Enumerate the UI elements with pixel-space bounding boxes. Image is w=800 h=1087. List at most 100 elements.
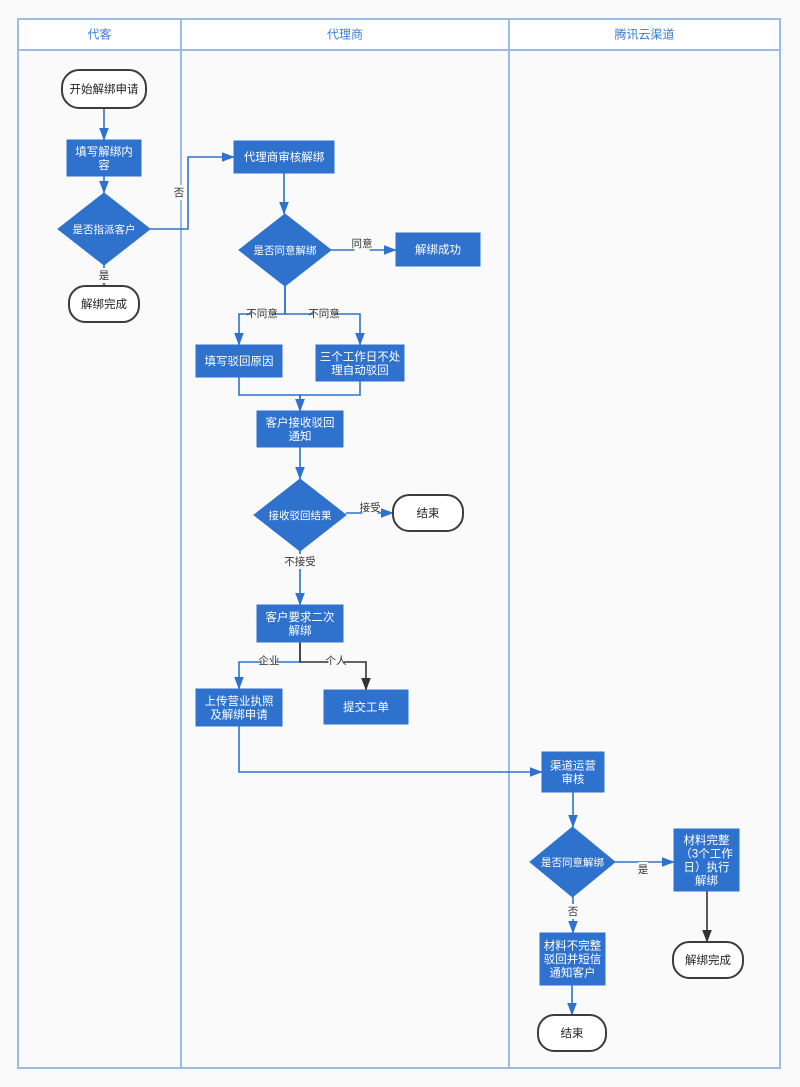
- edge-label-bg-e-assign-done: [99, 268, 109, 283]
- edge-label-e-second-ent: 企业: [259, 654, 280, 667]
- edge-label-e-result-end: 接受: [360, 501, 381, 514]
- node-label: 结束: [417, 507, 440, 520]
- node-label: 材料完整（3个工作日）执行解绑: [680, 833, 733, 888]
- edge-e-assign-agent: [150, 152, 235, 230]
- process-shape: [673, 828, 740, 892]
- edge-label-e-agree-reason: 不同意: [246, 307, 278, 320]
- node-n-second-req[interactable]: 客户要求二次解绑: [256, 604, 344, 643]
- edge-label-e-assign-agent: 否: [174, 187, 185, 199]
- node-label: 客户接收驳回通知: [266, 415, 335, 443]
- decision-shape: [253, 478, 347, 552]
- edge-label-bg-e-agree-auto: [313, 306, 335, 321]
- node-label: 提交工单: [343, 700, 389, 714]
- swimlane-layer: 代客 代理商 腾讯云渠道: [17, 18, 781, 1069]
- node-n-auto-reject[interactable]: 三个工作日不处理自动驳回: [315, 344, 405, 382]
- process-shape: [539, 932, 606, 986]
- swimlane-title-lane-agent: 代理商: [327, 27, 363, 42]
- node-label: 渠道运营审核: [550, 758, 596, 786]
- edge-label-e-assign-done: 是: [99, 270, 110, 282]
- node-n-done2[interactable]: 解绑完成: [672, 941, 744, 979]
- swimlane-title-lane-customer: 代客: [87, 27, 111, 42]
- terminal-shape: [392, 494, 464, 532]
- edges-layer: 是否同意不同意不同意接受不接受企业个人是否: [99, 108, 712, 1016]
- node-n-agent-review[interactable]: 代理商审核解绑: [233, 140, 335, 174]
- edge-e-upload-channel: [238, 726, 543, 777]
- node-label: 解绑完成: [685, 953, 731, 967]
- node-label: 填写驳回原因: [205, 354, 274, 368]
- swimlane-title-lane-tencent: 腾讯云渠道: [614, 27, 674, 42]
- node-n-notify[interactable]: 客户接收驳回通知: [256, 410, 344, 448]
- process-shape: [233, 140, 335, 174]
- node-label: 接收驳回结果: [269, 509, 332, 522]
- edge-label-e-result-second: 不接受: [284, 555, 316, 568]
- node-n-ch-agree[interactable]: 是否同意解绑: [529, 826, 616, 898]
- node-n-upload[interactable]: 上传营业执照及解绑申请: [195, 688, 283, 727]
- edge-label-bg-e-ch-no: [568, 904, 578, 919]
- swimlane-header-lane-tencent: [509, 19, 780, 50]
- node-n-reject-result[interactable]: 接收驳回结果: [253, 478, 347, 552]
- edge-label-e-second-per: 个人: [326, 655, 347, 667]
- edge-e-auto-notify: [295, 381, 361, 412]
- node-label: 三个工作日不处理自动驳回: [320, 350, 401, 377]
- node-n-done1[interactable]: 解绑完成: [68, 285, 140, 323]
- decision-shape: [57, 192, 151, 266]
- node-label: 上传营业执照及解绑申请: [205, 694, 274, 722]
- edge-label-bg-e-result-end: [362, 500, 378, 515]
- terminal-shape: [68, 285, 140, 323]
- process-shape: [323, 689, 409, 725]
- terminal-shape: [672, 941, 744, 979]
- node-n-fill[interactable]: 填写解绑内容: [66, 139, 142, 177]
- edge-label-bg-e-ch-yes: [638, 862, 648, 877]
- node-label: 填写解绑内容: [75, 144, 133, 172]
- swimlane-body: [18, 19, 780, 1068]
- node-n-agree[interactable]: 是否同意解绑: [238, 213, 332, 287]
- edge-label-bg-e-agree-ok: [354, 236, 370, 251]
- nodes-layer: 开始解绑申请填写解绑内容是否指派客户解绑完成代理商审核解绑是否同意解绑解绑成功填…: [57, 69, 744, 1052]
- node-label: 结束: [561, 1027, 584, 1040]
- node-label: 客户要求二次解绑: [266, 610, 335, 638]
- node-n-unbind-ok[interactable]: 解绑成功: [395, 232, 481, 267]
- edge-label-e-ch-yes: 是: [638, 864, 649, 876]
- swimlane-header-lane-customer: [18, 19, 181, 50]
- node-n-start[interactable]: 开始解绑申请: [61, 69, 147, 109]
- terminal-shape: [537, 1014, 607, 1052]
- edge-label-bg-e-second-ent: [261, 653, 277, 668]
- edge-label-e-agree-auto: 不同意: [308, 307, 340, 320]
- edge-label-e-agree-ok: 同意: [352, 237, 373, 250]
- process-shape: [66, 139, 142, 177]
- node-n-assign[interactable]: 是否指派客户: [57, 192, 151, 266]
- node-label: 是否同意解绑: [254, 244, 317, 257]
- node-label: 解绑完成: [81, 297, 127, 311]
- node-n-end1[interactable]: 结束: [392, 494, 464, 532]
- edge-label-bg-e-second-per: [328, 653, 344, 668]
- node-label: 材料不完整驳回并短信通知客户: [544, 939, 602, 980]
- node-n-reject-reason[interactable]: 填写驳回原因: [195, 344, 283, 378]
- node-label: 代理商审核解绑: [244, 150, 325, 164]
- node-label: 是否同意解绑: [541, 856, 604, 869]
- decision-shape: [529, 826, 616, 898]
- edge-label-bg-e-assign-agent: [174, 185, 184, 200]
- node-n-complete-mat[interactable]: 材料完整（3个工作日）执行解绑: [673, 828, 740, 892]
- edge-label-bg-e-result-second: [289, 554, 311, 569]
- process-shape: [315, 344, 405, 382]
- terminal-shape: [61, 69, 147, 109]
- node-label: 解绑成功: [415, 243, 461, 257]
- process-shape: [395, 232, 481, 267]
- node-n-incomplete[interactable]: 材料不完整驳回并短信通知客户: [539, 932, 606, 986]
- process-shape: [195, 344, 283, 378]
- node-label: 开始解绑申请: [70, 82, 139, 96]
- node-n-end2[interactable]: 结束: [537, 1014, 607, 1052]
- process-shape: [541, 751, 605, 793]
- process-shape: [195, 688, 283, 727]
- edge-label-e-ch-no: 否: [568, 906, 579, 918]
- decision-shape: [238, 213, 332, 287]
- swimlane-header-lane-agent: [181, 19, 509, 50]
- node-n-ticket[interactable]: 提交工单: [323, 689, 409, 725]
- process-shape: [256, 410, 344, 448]
- node-n-channel-review[interactable]: 渠道运营审核: [541, 751, 605, 793]
- process-shape: [256, 604, 344, 643]
- node-label: 是否指派客户: [73, 223, 136, 236]
- edge-label-bg-e-agree-reason: [251, 306, 273, 321]
